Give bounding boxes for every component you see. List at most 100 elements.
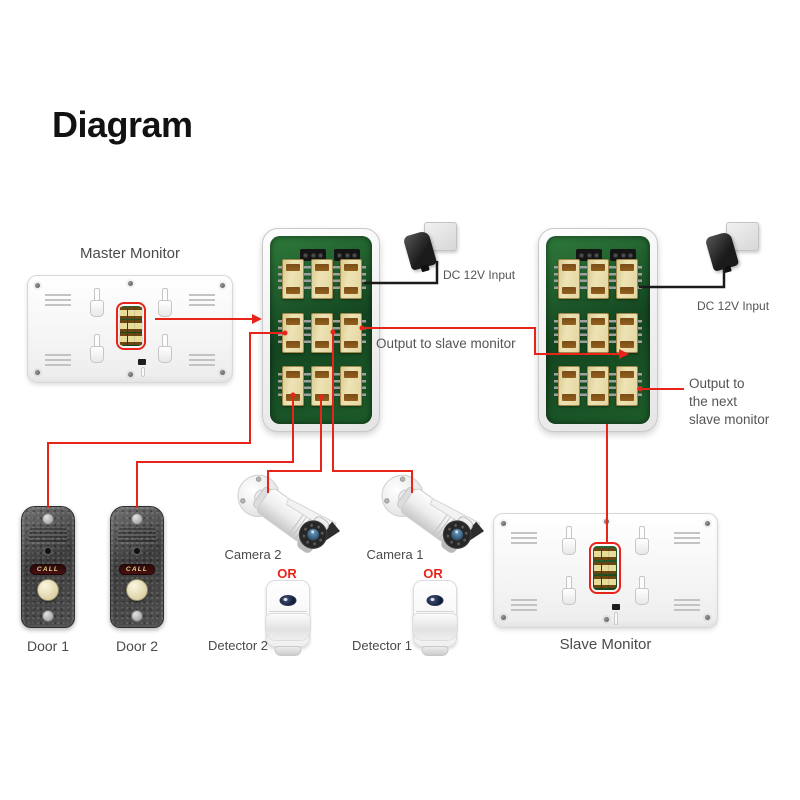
connector xyxy=(612,259,642,299)
call-button xyxy=(37,579,59,601)
vent xyxy=(189,354,215,367)
vent xyxy=(511,532,537,545)
mini-connector xyxy=(609,576,617,588)
screw xyxy=(42,513,54,525)
keyhole xyxy=(561,576,576,606)
door-station-1: CALL xyxy=(21,506,75,628)
detector1-label: Detector 1 xyxy=(352,638,412,653)
keyhole xyxy=(634,526,650,556)
door-station-2: CALL xyxy=(110,506,164,628)
distributor-board-2 xyxy=(538,228,658,432)
terminal-hole xyxy=(318,252,324,258)
mini-connector xyxy=(601,562,609,574)
distributor-board-1 xyxy=(262,228,380,432)
terminal-block xyxy=(300,249,326,261)
mini-connector xyxy=(120,307,128,319)
mini-connector xyxy=(609,548,617,560)
terminal-hole xyxy=(344,252,350,258)
screw xyxy=(131,610,143,622)
connector xyxy=(307,366,337,406)
terminal-hole xyxy=(578,252,584,258)
screw xyxy=(220,370,225,375)
screw xyxy=(501,615,506,620)
call-label: CALL xyxy=(30,564,66,575)
connector xyxy=(307,312,337,353)
mini-connector xyxy=(134,320,142,332)
screw xyxy=(603,519,609,524)
slave-terminal-block xyxy=(593,546,617,590)
speaker-ridges xyxy=(118,528,156,544)
terminal-hole xyxy=(336,252,342,258)
connector-grid xyxy=(554,259,642,406)
screw xyxy=(705,615,710,620)
screw xyxy=(128,372,133,377)
mini-connector xyxy=(127,333,135,345)
divider xyxy=(416,611,454,612)
output-next-line1: Output to xyxy=(689,376,745,391)
vent xyxy=(189,294,215,307)
mini-connector xyxy=(593,562,601,574)
dc-input-right-label: DC 12V Input xyxy=(697,299,770,313)
keyhole xyxy=(89,334,105,364)
page-title: Diagram xyxy=(52,104,193,145)
keyhole xyxy=(157,334,172,364)
connector xyxy=(554,259,584,299)
connector xyxy=(554,366,584,406)
camera2-label: Camera 2 xyxy=(224,547,282,562)
bottom-slot xyxy=(614,612,618,625)
slave-monitor xyxy=(493,513,718,628)
camera1-label: Camera 1 xyxy=(366,547,424,562)
terminal-hole xyxy=(594,252,600,258)
terminal-hole xyxy=(628,252,634,258)
camera-lens xyxy=(45,548,51,554)
keyhole xyxy=(634,576,650,606)
screw xyxy=(131,513,143,525)
terminal-hole xyxy=(612,252,618,258)
slave-terminal-block-highlight xyxy=(589,542,621,594)
divider xyxy=(269,611,307,612)
vent xyxy=(511,599,537,612)
connector-grid xyxy=(278,259,366,406)
terminal-block xyxy=(576,249,602,261)
mini-connector xyxy=(120,320,128,332)
dc-input-left-label: DC 12V Input xyxy=(443,268,516,282)
connector xyxy=(554,312,584,353)
master-monitor xyxy=(27,275,233,383)
keyhole xyxy=(89,287,105,317)
connector xyxy=(336,312,366,353)
terminal-block xyxy=(334,249,360,261)
mini-connector xyxy=(593,548,601,560)
pir-lens xyxy=(426,595,444,606)
keyhole xyxy=(157,287,172,317)
door2-label: Door 2 xyxy=(115,638,159,654)
mini-connector xyxy=(609,562,617,574)
connector xyxy=(612,312,642,353)
mini-connector xyxy=(120,333,128,345)
fresnel-window xyxy=(412,613,458,641)
master-terminal-block xyxy=(120,306,142,346)
detector-foot xyxy=(274,646,302,656)
terminal-hole xyxy=(352,252,358,258)
screw xyxy=(35,283,40,288)
connector xyxy=(336,259,366,299)
door1-label: Door 1 xyxy=(26,638,70,654)
keyhole xyxy=(561,526,576,556)
master-monitor-label: Master Monitor xyxy=(79,245,181,262)
connector xyxy=(278,259,308,299)
screw xyxy=(501,521,506,526)
output-slave-label: Output to slave monitor xyxy=(376,336,516,351)
screw xyxy=(705,521,710,526)
speaker-ridges xyxy=(29,528,67,544)
or-label-right: OR xyxy=(423,566,443,581)
terminal-block xyxy=(610,249,636,261)
terminal-hole xyxy=(620,252,626,258)
motion-detector-2 xyxy=(265,580,311,656)
output-next-line3: slave monitor xyxy=(689,412,770,427)
connector xyxy=(278,312,308,353)
vent xyxy=(674,532,700,545)
mini-connector xyxy=(127,320,135,332)
pcb-board xyxy=(546,236,650,424)
call-button xyxy=(126,579,148,601)
vent xyxy=(45,294,71,307)
